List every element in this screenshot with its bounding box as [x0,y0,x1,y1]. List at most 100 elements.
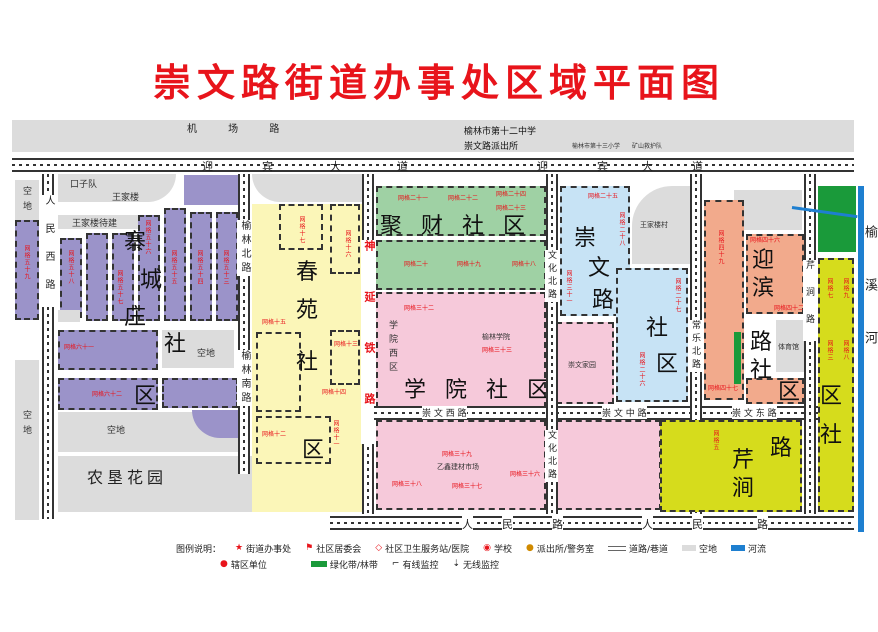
community-label: 春 [296,260,319,285]
community-label: 城 [140,268,163,293]
yingbin-char: 迎 [537,160,548,173]
legend-item: ⇣无线监控 [452,559,500,571]
gym-label: 体育馆 [778,343,799,351]
grid-label: 网格二十七 [674,278,681,313]
grid-label: 网格十四 [322,389,347,396]
kouzidui-area [58,174,176,202]
changle-north-road-label: 常乐北路 [689,320,702,372]
community-label: 路 [592,288,615,313]
grid-label: 网格四十二 [774,305,805,312]
community-label: 文 [588,256,611,281]
chongwenlu-area [616,268,688,402]
empty-lot-left-bottom [15,360,39,520]
yingbin-avenue [12,158,854,172]
wangjialou-village-area [632,186,690,264]
community-label: 社 [646,316,669,341]
community-label: 社 [750,358,773,383]
legend-item: 河流 [731,542,766,555]
grid-label: 网格三十二 [404,305,435,312]
grid-label: 网格三 [826,340,833,361]
grid-label: 网格七 [826,278,833,299]
grid-label: 网格三十八 [392,481,423,488]
legend-item: ●辖区单位 [220,559,267,571]
community-label: 路 [770,436,793,461]
yingbin-char: 道 [692,160,703,173]
community-label: 庄 [124,305,147,330]
empty-lot-label: 空地 [21,186,31,216]
grid-label: 网格十三 [334,341,359,348]
legend-item: ★街道办事处 [235,543,292,555]
wenhua-north-road-label: 文化北路 [545,430,558,482]
chongwen-garden-label: 崇文家园 [568,361,596,369]
grid-label: 网格十八 [512,261,537,268]
green-belt [818,186,856,252]
grid-label: 网格五十九 [23,245,30,280]
yulin-south-road-label: 榆林南路 [237,350,252,406]
river-icon [731,545,746,551]
grid-label: 网格四十九 [717,230,724,265]
xueyuan-area [376,292,546,408]
grid-label: 网格十二 [262,431,287,438]
xueyuan-west-label: 学院西区 [387,320,397,376]
community-label: 社 [164,332,187,357]
chongwen-mid-label: 崇 文 中 路 [602,406,647,419]
grid-label: 网格二十六 [638,352,645,387]
map-area: 机 场 路 榆林市第十二中学 崇文路派出所 榆林市第十三小学 矿山救护队 迎 宾… [12,120,864,532]
legend-item: ◇社区卫生服务站/医院 [375,543,470,555]
purple-block [184,175,239,205]
community-label: 芹 [732,448,755,473]
grid-label: 网格十七 [298,216,305,244]
community-label: 社 [820,423,843,448]
grid-label: 网格三十六 [510,471,541,478]
community-label: 区 [134,384,157,409]
renmin-char: 路 [757,516,768,532]
grid-block [86,233,108,321]
qinjian-area [818,258,854,512]
grid-label: 网格五十五 [170,250,177,285]
community-label: 聚 财 社 区 [380,214,531,239]
community-label: 区 [656,352,679,377]
grid-label: 网格五十六 [144,220,151,255]
grid-label: 网格六十二 [92,391,123,398]
yulin-college-label: 榆林学院 [482,333,510,341]
empty-lot-icon [682,545,696,551]
star-icon: ★ [235,543,244,553]
police-label: 崇文路派出所 [464,142,519,152]
grid-label: 网格四十六 [750,237,781,244]
yingbin-char: 大 [330,160,341,173]
community-label: 路 [750,330,773,355]
community-label: 苑 [296,298,319,323]
school13-label: 榆林市第十三小学 [572,143,621,150]
grid-label: 网格二十五 [588,193,619,200]
xueyuan-area [376,420,546,510]
green-belt [734,332,741,384]
grid-label: 网格二十一 [398,195,429,202]
qinjian-road [804,174,816,514]
grid-label: 网格三十七 [452,483,483,490]
jucai-area [376,186,546,236]
legend-title: 图例说明： [176,544,222,555]
river-label: 榆溪河 [862,225,877,384]
yingbin-char: 迎 [202,160,213,173]
yingbin-char: 宾 [262,160,273,173]
grid-label: 网格十九 [457,261,482,268]
grid-label: 网格五十八 [67,250,74,285]
renmin-west-road [42,174,54,519]
grid-label: 网格三十九 [442,451,473,458]
yingbin-char: 道 [397,160,408,173]
empty-lot [162,330,234,368]
map-title: 崇文路街道办事处区域平面图 [152,61,725,105]
legend-item: ◉学校 [483,543,513,555]
committee-icon: ⚑ [305,543,314,553]
community-label: 区 [302,438,325,463]
school-icon: ◉ [483,543,492,553]
legend-item: ⚑社区居委会 [305,543,362,555]
community-label: 崇 [574,226,597,251]
legend-item: ●派出所/警务室 [526,543,594,555]
empty-lot [252,174,362,202]
grid-block [112,233,134,321]
grid-label: 网格二十 [404,261,429,268]
community-label: 学 院 社 区 [404,378,555,403]
grid-block [58,378,158,410]
wired-camera-icon: ⌐ [391,559,400,569]
